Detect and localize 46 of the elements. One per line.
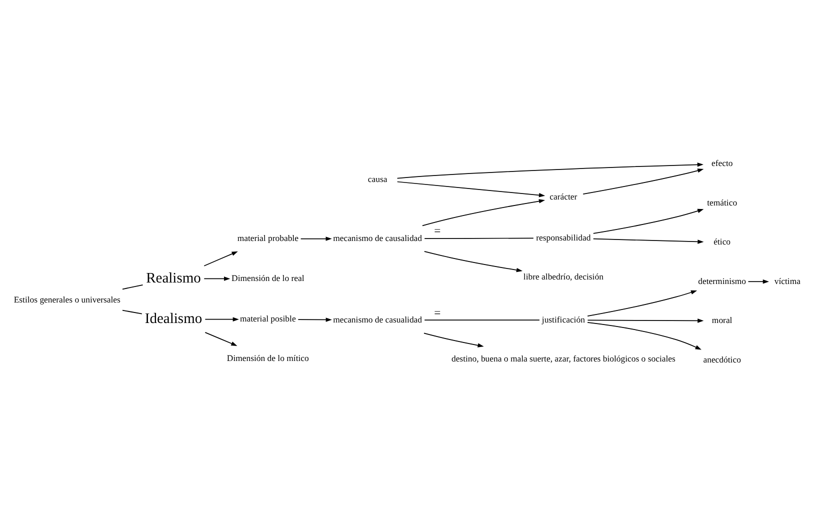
node-text: destino, buena o mala suerte, azar, factores biológicos o sociales xyxy=(451,354,676,364)
connector xyxy=(122,284,144,290)
node-text: temático xyxy=(707,197,738,208)
node-text: responsabilidad xyxy=(536,232,591,242)
arrow xyxy=(298,318,332,322)
node-text: justificación xyxy=(542,314,585,324)
arrow xyxy=(424,250,523,272)
arrow xyxy=(592,208,704,234)
connector xyxy=(122,310,142,314)
node-text: Dimensión de lo real xyxy=(232,272,304,283)
arrow xyxy=(204,317,239,322)
arrow xyxy=(748,279,769,284)
node-text: Estilos generales o universales xyxy=(14,294,120,305)
node-text: ético xyxy=(714,236,731,247)
node-text: mecanismo de causalidad xyxy=(333,233,422,244)
arrow xyxy=(587,290,698,317)
arrow xyxy=(422,199,546,226)
node-text: material probable xyxy=(237,233,298,244)
node-text: libre albedrío, decisión xyxy=(523,272,604,282)
arrow xyxy=(204,251,238,266)
arrow xyxy=(396,181,546,198)
arrow xyxy=(396,162,704,179)
arrow xyxy=(204,276,230,281)
edge-label: = xyxy=(434,224,441,238)
arrow xyxy=(587,318,704,323)
arrow xyxy=(204,332,238,346)
node-text: Idealismo xyxy=(144,310,202,327)
arrow xyxy=(582,168,704,195)
connector xyxy=(424,320,540,321)
node-text: mecanismo de casualidad xyxy=(333,314,422,324)
node-text: moral xyxy=(712,315,732,326)
arrow xyxy=(592,238,704,244)
node-text: efecto xyxy=(711,158,733,168)
arrow xyxy=(587,322,702,350)
connector xyxy=(424,238,534,240)
arrow xyxy=(424,332,484,348)
node-text: causa xyxy=(368,174,388,184)
edge-label: = xyxy=(434,306,441,320)
arrow xyxy=(300,236,332,241)
node-text: carácter xyxy=(550,192,578,202)
node-text: víctima xyxy=(774,276,800,286)
node-text: Dimensión de lo mítico xyxy=(226,352,309,363)
node-text: anecdótico xyxy=(703,354,741,364)
node-text: material posible xyxy=(240,314,296,324)
node-text: Realismo xyxy=(146,270,201,286)
node-text: determinismo xyxy=(698,276,746,286)
